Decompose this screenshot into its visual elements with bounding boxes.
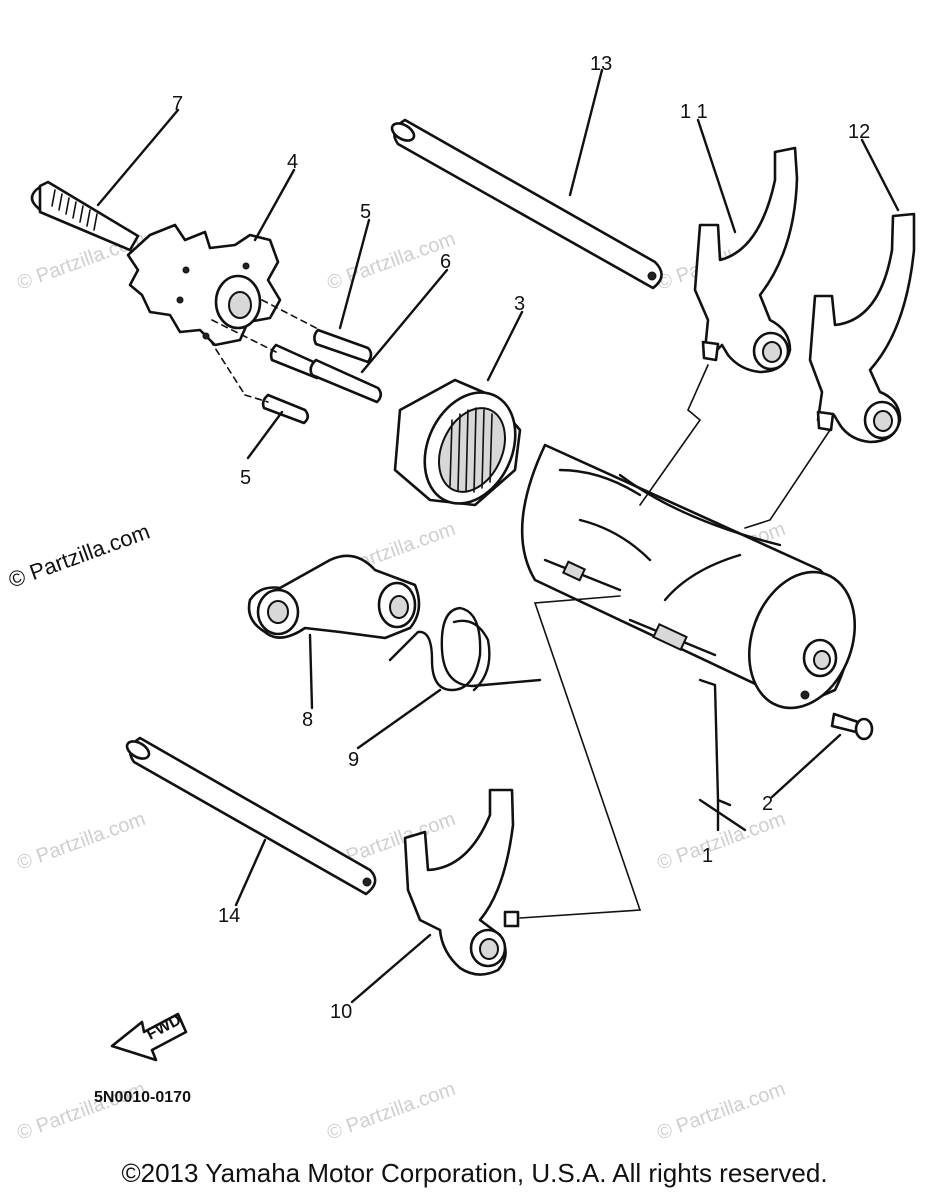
watermark-tile: © Partzilla.com <box>654 1078 788 1145</box>
watermark-tile: © Partzilla.com <box>14 808 148 875</box>
part-9-spring <box>388 606 542 692</box>
callout-8: 8 <box>302 709 313 731</box>
part-4-segment <box>126 223 282 347</box>
watermark-tile: © Partzilla.com <box>324 1078 458 1145</box>
callout-7: 7 <box>172 93 183 115</box>
fwd-arrow: FWD <box>110 1011 188 1062</box>
part-1-shift-cam <box>520 443 857 710</box>
watermark-tiles: © Partzilla.com © Partzilla.com © Partzi… <box>14 228 788 1145</box>
fork-engagement-lines <box>519 364 831 919</box>
part-11-fork <box>693 146 799 374</box>
part-3-bearing <box>393 378 522 507</box>
callout-14: 14 <box>218 905 240 927</box>
watermark-tile: © Partzilla.com <box>324 228 458 295</box>
callout-5-upper: 5 <box>360 201 371 223</box>
callout-1: 1 <box>702 845 713 867</box>
part-2-screw <box>830 712 874 741</box>
part-10-fork <box>403 788 520 976</box>
leader-lines <box>96 68 900 1004</box>
callout-4: 4 <box>287 151 298 173</box>
callout-13: 13 <box>590 53 612 75</box>
callout-11: 1 1 <box>680 101 708 123</box>
callouts: 13 7 4 5 6 3 5 1 1 12 8 9 14 10 2 1 <box>172 53 870 1023</box>
callout-5-lower: 5 <box>240 467 251 489</box>
part-5-pin-lower <box>261 393 310 425</box>
callout-10: 10 <box>330 1001 352 1023</box>
callout-12: 12 <box>848 121 870 143</box>
alignment-lines <box>209 299 321 403</box>
callout-3: 3 <box>514 293 525 315</box>
part-8-lever <box>247 554 421 640</box>
part-13-shaft <box>390 118 663 290</box>
callout-9: 9 <box>348 749 359 771</box>
callout-2: 2 <box>762 793 773 815</box>
part-7-bolt <box>30 180 140 252</box>
part-6-pin <box>309 358 383 404</box>
part-14-shaft <box>125 736 377 896</box>
callout-6: 6 <box>440 251 451 273</box>
watermark-tile: © Partzilla.com <box>14 1078 148 1145</box>
watermark-tile: © Partzilla.com <box>654 808 788 875</box>
part-5-pin-upper <box>313 328 373 364</box>
side-watermark: © Partzilla.com <box>5 519 153 593</box>
copyright-notice: ©2013 Yamaha Motor Corporation, U.S.A. A… <box>121 1158 828 1188</box>
part-12-fork <box>808 212 916 444</box>
diagram-code: 5N0010-0170 <box>94 1089 191 1106</box>
